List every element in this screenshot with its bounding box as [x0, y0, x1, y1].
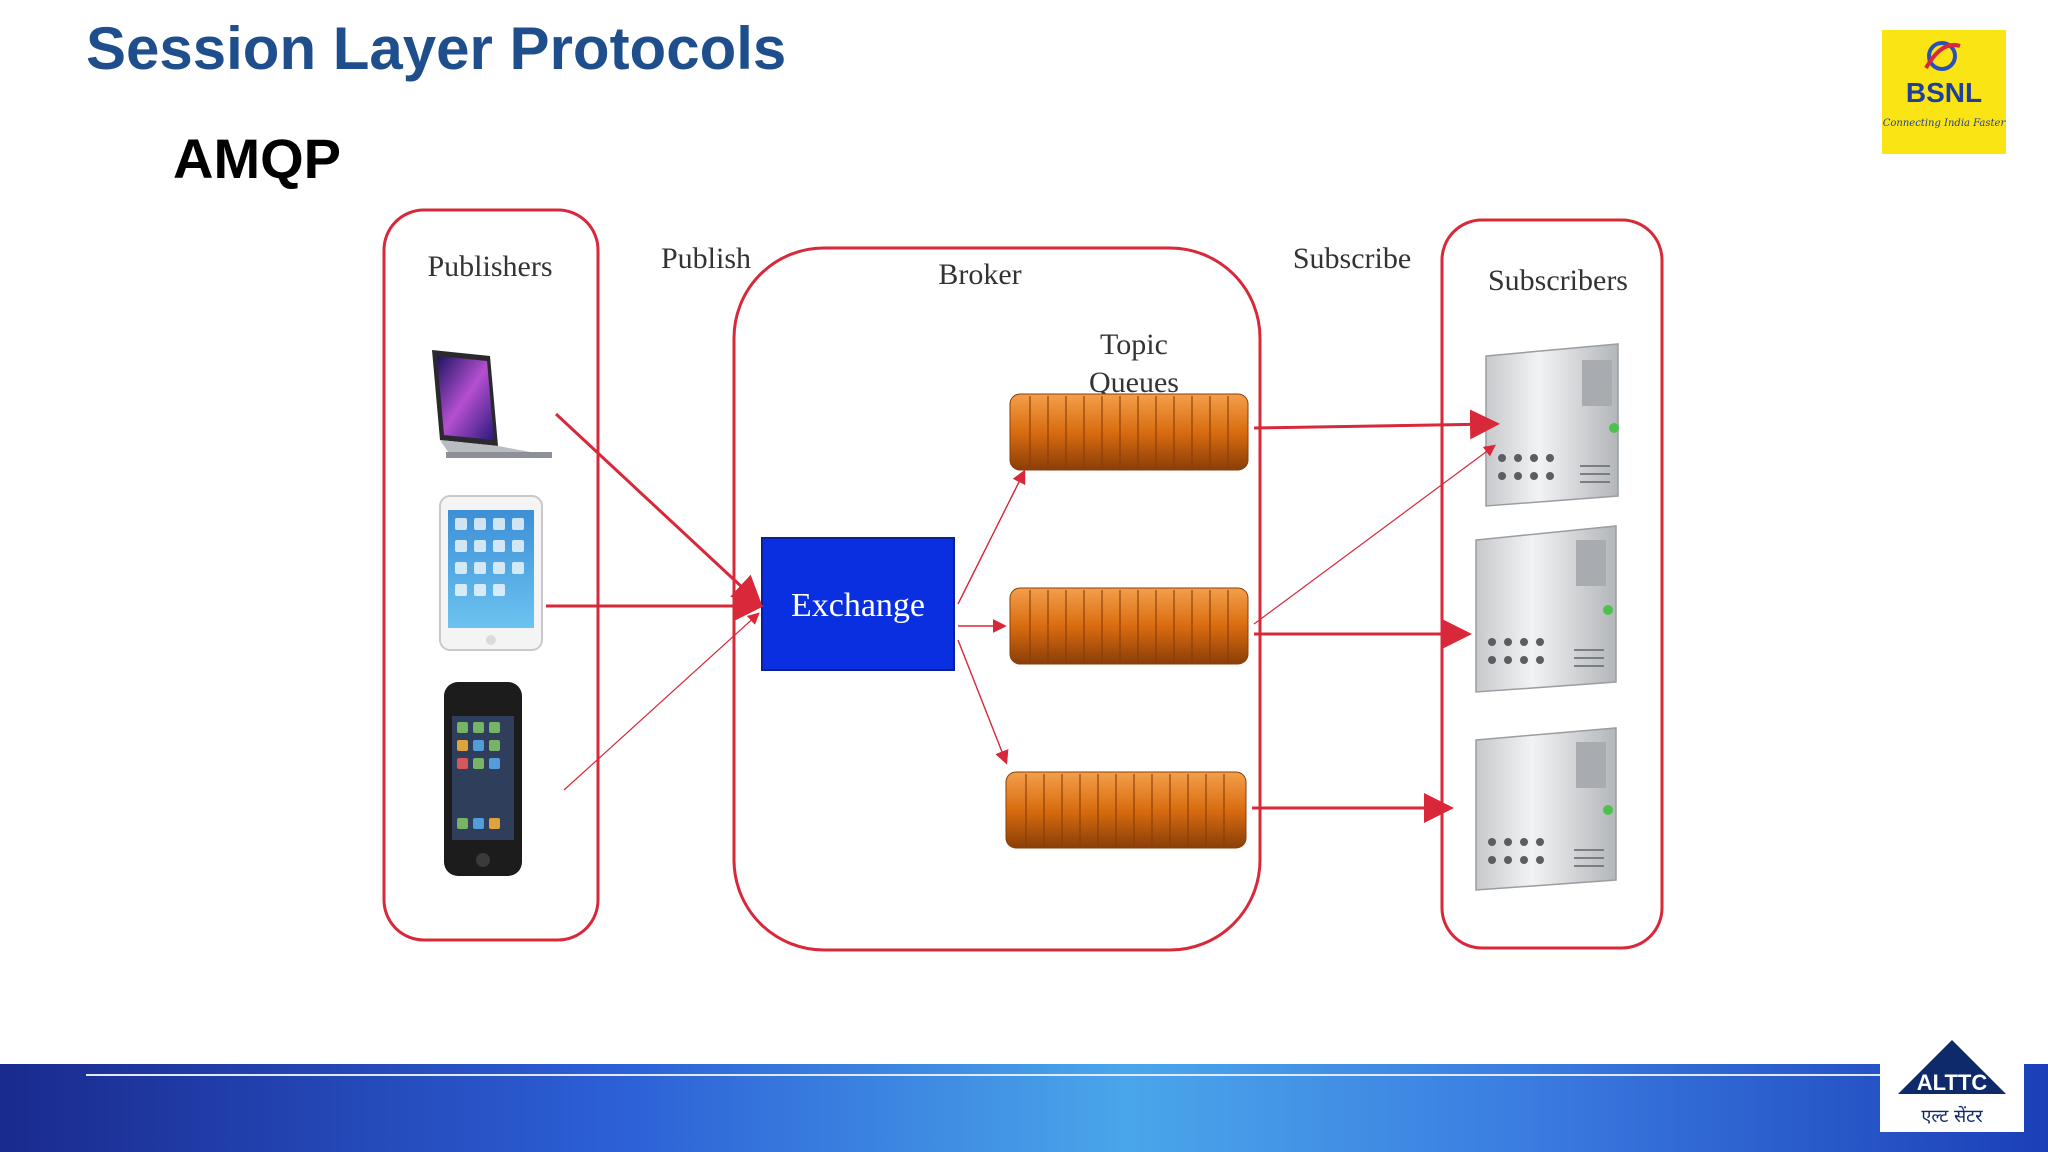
topic-queue-2	[1009, 587, 1249, 665]
route-arrow	[957, 469, 1026, 605]
slide-subtitle: AMQP	[173, 127, 341, 190]
server-icon	[1475, 525, 1617, 693]
alttc-logo: ALTTC एल्ट सेंटर	[1880, 1040, 2024, 1132]
publish-label: Publish	[661, 242, 751, 275]
laptop-icon	[432, 350, 552, 458]
subscribers-group	[1440, 218, 1664, 950]
bsnl-brand: BSNL	[1906, 77, 1982, 108]
bsnl-swirl-icon	[1924, 41, 1961, 71]
server-icon	[1475, 727, 1617, 891]
exchange-box: Exchange	[761, 537, 955, 671]
subscribe-arrow	[1253, 444, 1496, 625]
bsnl-tagline: Connecting India Faster	[1883, 118, 2006, 129]
bsnl-logo: BSNL Connecting India Faster	[1882, 30, 2006, 154]
subscribers-label: Subscribers	[1488, 264, 1628, 297]
subscribe-arrow	[1253, 409, 1500, 440]
tablet-icon	[439, 495, 543, 651]
broker-label: Broker	[938, 258, 1021, 291]
publish-arrow	[554, 412, 763, 607]
exchange-label: Exchange	[791, 587, 925, 624]
server-icon	[1485, 343, 1619, 507]
route-arrow	[957, 639, 1009, 765]
topic-queue-3	[1005, 771, 1247, 849]
footer-band	[0, 1064, 2048, 1152]
alttc-tagline: एल्ट सेंटर	[1921, 1105, 1983, 1127]
footer-line	[86, 1074, 1886, 1076]
smartphone-icon	[444, 682, 522, 876]
topic-queue-1	[1009, 393, 1249, 471]
publishers-group	[382, 208, 600, 942]
slide-title: Session Layer Protocols	[86, 15, 787, 82]
subscribe-label: Subscribe	[1293, 242, 1411, 275]
publish-arrow	[563, 612, 760, 791]
topic-label: Topic	[1100, 328, 1168, 361]
publishers-label: Publishers	[427, 250, 552, 283]
alttc-brand: ALTTC	[1917, 1070, 1988, 1095]
